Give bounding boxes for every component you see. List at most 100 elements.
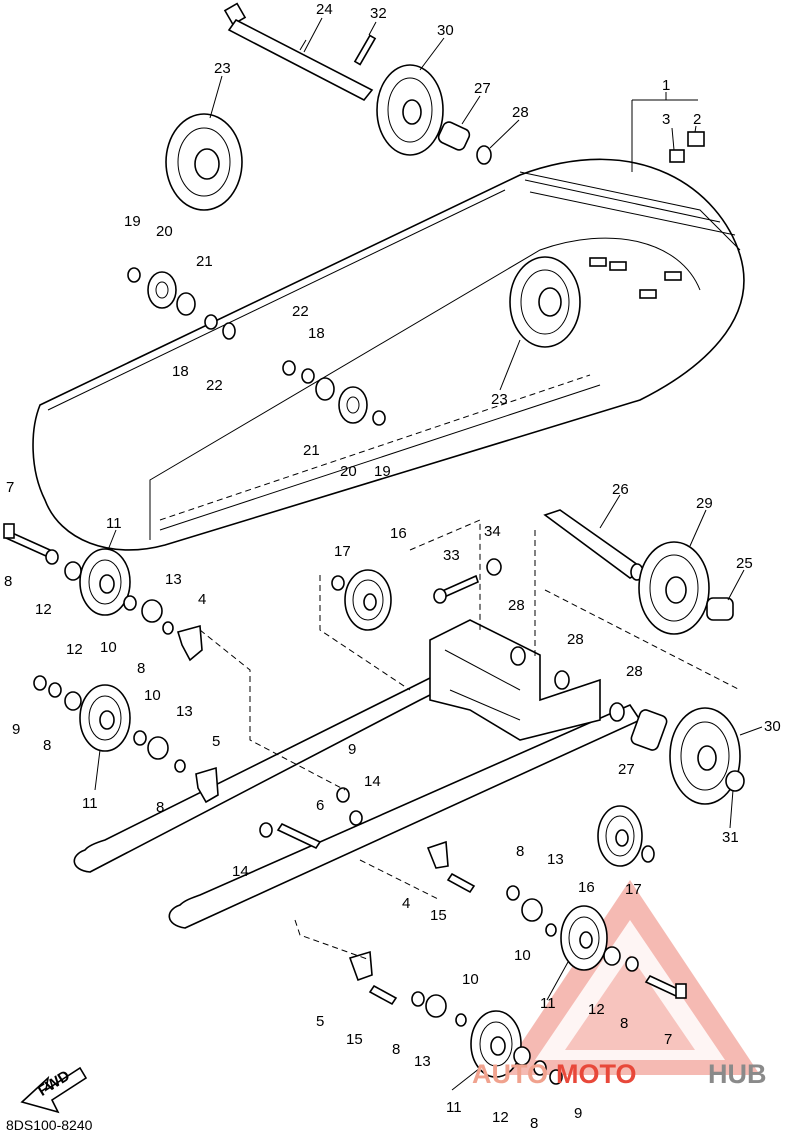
callout-4b: 4: [402, 895, 410, 912]
leader-lines: [94, 17, 763, 1091]
center-hub-parts: [282, 360, 386, 426]
callout-17b: 17: [625, 881, 642, 898]
callout-8g: 8: [392, 1041, 400, 1058]
spacer-27-top: [437, 121, 471, 151]
callout-7: 7: [6, 479, 14, 496]
callout-9c: 9: [574, 1105, 582, 1122]
wheel-23-center: [509, 256, 581, 348]
callout-6: 6: [316, 797, 324, 814]
callout-18b: 18: [308, 325, 325, 342]
callout-9b: 9: [348, 741, 356, 758]
callout-20b: 20: [340, 463, 357, 480]
callout-15b: 15: [346, 1031, 363, 1048]
callout-8c: 8: [43, 737, 51, 754]
callout-12c: 12: [588, 1001, 605, 1018]
callout-27b: 27: [618, 761, 635, 778]
callout-21: 21: [196, 253, 213, 270]
callout-16b: 16: [578, 879, 595, 896]
callout-26: 26: [612, 481, 629, 498]
callout-32: 32: [370, 5, 387, 22]
callout-17: 17: [334, 543, 351, 560]
watermark-moto: MOTO: [556, 1059, 637, 1089]
bottom-idler-parts: [348, 950, 563, 1085]
wheel-30-top: [376, 64, 444, 156]
callout-29: 29: [696, 495, 713, 512]
callout-18: 18: [172, 363, 189, 380]
callout-10: 10: [100, 639, 117, 656]
idler-wheel-11-b: [79, 684, 131, 752]
callout-11c: 11: [540, 995, 556, 1012]
callout-28: 28: [512, 104, 529, 121]
callout-12: 12: [35, 601, 52, 618]
idler-wheel-11-a: [79, 548, 131, 616]
callout-11: 11: [106, 515, 122, 532]
front-axle-parts: [543, 509, 734, 635]
callout-14: 14: [364, 773, 381, 790]
callout-23b: 23: [491, 391, 508, 408]
callout-21b: 21: [303, 442, 320, 459]
watermark-auto: AUTO: [472, 1059, 548, 1089]
callout-13b: 13: [176, 703, 193, 720]
callout-11b: 11: [82, 795, 98, 812]
center-rail-hardware: [259, 787, 476, 894]
callout-23: 23: [214, 60, 231, 77]
callout-25: 25: [736, 555, 753, 572]
callout-31: 31: [722, 829, 739, 846]
callout-3: 3: [662, 111, 670, 128]
callout-16: 16: [390, 525, 407, 542]
callout-9: 9: [12, 721, 20, 738]
center-lower-parts: [331, 558, 526, 666]
watermark-hub: HUB: [708, 1059, 767, 1089]
callout-20: 20: [156, 223, 173, 240]
callout-34: 34: [484, 523, 501, 540]
left-hub-parts: [127, 267, 236, 340]
callout-28d: 28: [626, 663, 643, 680]
drawing-code: 8DS100-8240: [6, 1117, 93, 1133]
callout-8d: 8: [156, 799, 164, 816]
callout-19: 19: [124, 213, 141, 230]
callout-4: 4: [198, 591, 206, 608]
callout-5: 5: [212, 733, 220, 750]
washer-28-top: [476, 145, 492, 165]
forward-arrow: FWD: [20, 1066, 88, 1114]
callout-11d: 11: [446, 1099, 462, 1116]
track-belt: [32, 158, 745, 551]
callout-24: 24: [316, 1, 333, 18]
callout-22b: 22: [292, 303, 309, 320]
rear-axle: [223, 2, 377, 102]
callout-14b: 14: [232, 863, 249, 880]
track-clips: [589, 131, 705, 299]
watermark-text: AUTO MOTO HUB: [472, 1059, 767, 1089]
callout-10d: 10: [462, 971, 479, 988]
callout-8h: 8: [530, 1115, 538, 1132]
callout-8b: 8: [137, 660, 145, 677]
callout-28b: 28: [508, 597, 525, 614]
assembly-lines: [199, 519, 741, 961]
callout-13c: 13: [547, 851, 564, 868]
callout-28c: 28: [567, 631, 584, 648]
callout-12d: 12: [492, 1109, 509, 1126]
callout-30: 30: [437, 22, 454, 39]
callout-8e: 8: [516, 843, 524, 860]
wheel-23-top: [165, 113, 243, 211]
callout-7b: 7: [664, 1031, 672, 1048]
right-idler-parts: [506, 805, 687, 999]
callout-13: 13: [165, 571, 182, 588]
callout-2: 2: [693, 111, 701, 128]
callout-30b: 30: [764, 718, 781, 735]
callout-12b: 12: [66, 641, 83, 658]
callout-27: 27: [474, 80, 491, 97]
callout-33: 33: [443, 547, 460, 564]
callout-10b: 10: [144, 687, 161, 704]
callout-5b: 5: [316, 1013, 324, 1030]
callout-8f: 8: [620, 1015, 628, 1032]
left-idler-hardware: [3, 523, 219, 804]
callout-1: 1: [662, 77, 670, 94]
watermark-logo: [500, 880, 760, 1075]
callout-22: 22: [206, 377, 223, 394]
callout-10c: 10: [514, 947, 531, 964]
rear-lower-parts: [554, 670, 745, 805]
callout-13d: 13: [414, 1053, 431, 1070]
callout-8: 8: [4, 573, 12, 590]
